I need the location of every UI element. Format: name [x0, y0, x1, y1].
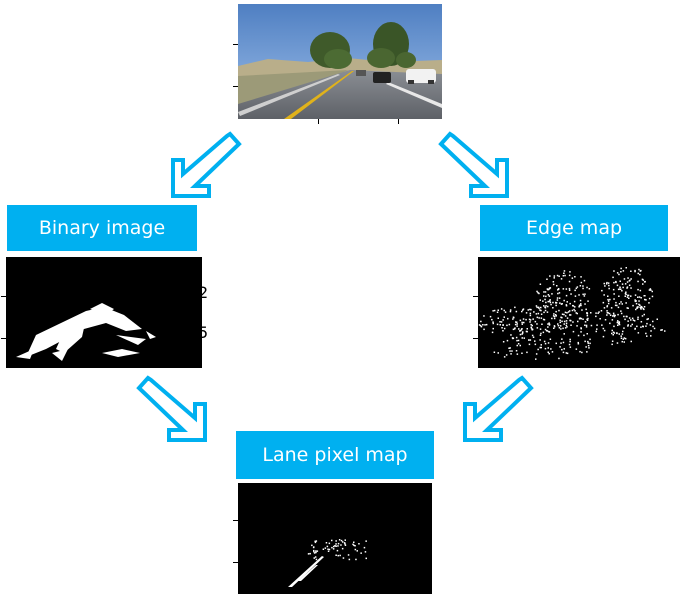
- axis-tick: [473, 338, 478, 339]
- axis-tick: [1, 338, 6, 339]
- edge-map: [478, 257, 680, 368]
- lane-pixel-map-label: Lane pixel map: [236, 431, 434, 479]
- axis-tick: [233, 562, 238, 563]
- arrow-down-left-icon: [171, 131, 242, 198]
- axis-tick: [398, 119, 399, 124]
- road-photo: [238, 4, 442, 119]
- axis-fragment: 5: [198, 323, 209, 342]
- road-photo-panel: [238, 4, 442, 119]
- edge-map-label: Edge map: [480, 205, 668, 251]
- axis-tick: [233, 86, 238, 87]
- axis-tick: [318, 119, 319, 124]
- arrow-down-right-icon: [438, 131, 509, 198]
- axis-fragment: 2: [198, 283, 209, 302]
- binary-image-panel: [6, 257, 202, 368]
- axis-tick: [233, 44, 238, 45]
- arrow-down-right-icon: [136, 375, 207, 442]
- axis-tick: [233, 520, 238, 521]
- lane-pixel-map: [238, 483, 432, 594]
- binary-image: [6, 257, 202, 368]
- binary-image-label: Binary image: [7, 205, 197, 251]
- axis-tick: [1, 296, 6, 297]
- lane-pixel-map-panel: [238, 483, 432, 594]
- edge-map-panel: [478, 257, 680, 368]
- arrow-down-left-icon: [463, 375, 534, 442]
- axis-tick: [473, 296, 478, 297]
